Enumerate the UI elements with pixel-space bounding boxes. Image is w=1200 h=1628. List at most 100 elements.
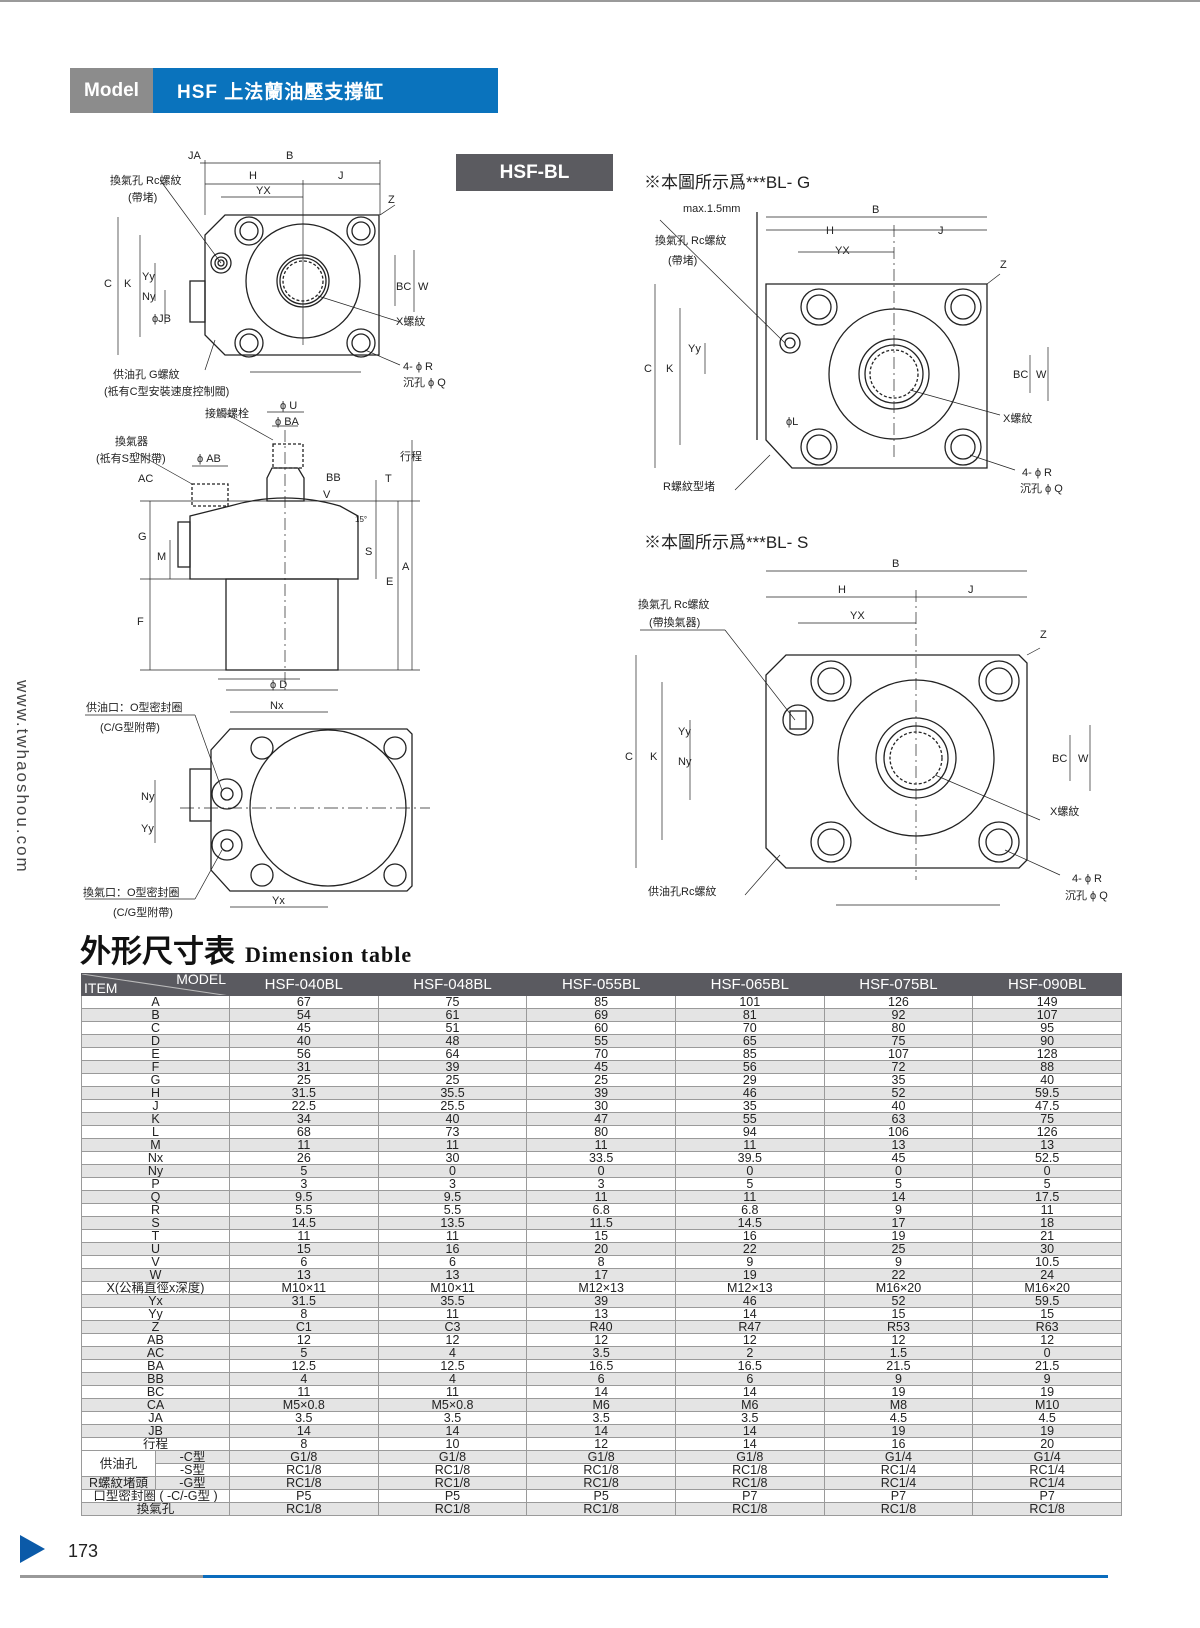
value-cell: 11 [674,1138,825,1152]
callout-label: 供油孔Rc螺紋 [648,884,716,898]
callout-label: 換氣孔 Rc螺紋 [655,233,727,247]
dim-label: JA [188,150,202,162]
value-cell: 16 [674,1229,825,1243]
value-cell: 0 [823,1164,974,1178]
corner-item-label: ITEM [84,980,118,996]
model-header: HSF-055BL [526,973,676,996]
value-cell: 52.5 [972,1151,1122,1165]
item-cell: M [81,1138,230,1152]
value-cell: G1/8 [229,1450,379,1464]
callout-label: (C/G型附帶) [113,905,173,919]
value-cell: 14.5 [229,1216,379,1230]
value-cell: 14 [377,1424,528,1438]
value-cell: 63 [823,1112,974,1126]
value-cell: RC1/4 [972,1463,1122,1477]
item-cell: 口型密封圈 ( -C/-G型 ) [81,1489,230,1503]
value-cell: 25 [377,1073,528,1087]
value-cell: 81 [674,1008,825,1022]
callout-label: 換氣器 [115,434,148,448]
item-cell: B [81,1008,230,1022]
value-cell: 95 [972,1021,1122,1035]
technical-drawings: JA B H J YX Z 換氣孔 Rc螺紋 (帶堵) C K Yy Ny ϕJ… [83,150,1108,919]
dim-label: F [137,616,144,628]
g-view-title: ※本圖所示爲***BL- G [644,173,810,192]
value-cell: 47 [526,1112,676,1126]
value-cell: 31 [229,1060,379,1074]
value-cell: 3.5 [526,1346,676,1360]
value-cell: 88 [972,1060,1122,1074]
value-cell: 11 [377,1138,528,1152]
item-cell: T [81,1229,230,1243]
value-cell: 6 [674,1372,825,1386]
value-cell: M5×0.8 [229,1398,379,1412]
value-cell: 11 [674,1190,825,1204]
callout-label: 沉孔 ϕ Q [1065,889,1108,902]
value-cell: C3 [377,1320,528,1334]
dim-label: C [104,278,112,290]
dim-label: Yy [678,726,691,738]
value-cell: 6 [229,1255,379,1269]
value-cell: M16×20 [972,1281,1122,1295]
value-cell: 149 [972,995,1122,1009]
value-cell: 25.5 [377,1099,528,1113]
item-cell: P [81,1177,230,1191]
value-cell: 1.5 [823,1346,974,1360]
value-cell: 9.5 [229,1190,379,1204]
value-cell: 14 [229,1424,379,1438]
callout-label: X螺紋 [1050,804,1079,818]
value-cell: 13 [229,1268,379,1282]
value-cell: 10.5 [972,1255,1122,1269]
value-cell: R63 [972,1320,1122,1334]
dim-label: B [286,150,293,162]
dim-label: Yy [688,343,701,355]
sub-item-cell: -S型 [155,1463,230,1477]
footer-rule-blue [203,1575,1108,1578]
callout-label: X螺紋 [396,314,425,328]
variant-label: HSF-BL [456,154,613,191]
value-cell: 3.5 [674,1411,825,1425]
value-cell: 45 [229,1021,379,1035]
dim-label: B [892,558,899,570]
value-cell: 3.5 [229,1411,379,1425]
value-cell: R47 [674,1320,825,1334]
value-cell: M6 [674,1398,825,1412]
callout-label: 4- ϕ R [1022,467,1052,479]
value-cell: 26 [229,1151,379,1165]
value-cell: 56 [229,1047,379,1061]
value-cell: 17 [823,1216,974,1230]
value-cell: 52 [823,1294,974,1308]
value-cell: 0 [972,1164,1122,1178]
value-cell: RC1/8 [377,1476,528,1490]
value-cell: 40 [377,1112,528,1126]
value-cell: 68 [229,1125,379,1139]
dim-label: K [650,751,658,763]
value-cell: 2 [674,1346,825,1360]
value-cell: 11.5 [526,1216,676,1230]
value-cell: 106 [823,1125,974,1139]
dim-label: BC [1052,753,1067,765]
value-cell: 16 [377,1242,528,1256]
value-cell: 12 [526,1437,676,1451]
item-cell: E [81,1047,230,1061]
value-cell: M5×0.8 [377,1398,528,1412]
value-cell: 80 [526,1125,676,1139]
value-cell: 13.5 [377,1216,528,1230]
value-cell: R53 [823,1320,974,1334]
callout-label: 供油口：O型密封圈 [86,700,183,714]
value-cell: 39 [526,1294,676,1308]
item-cell: G [81,1073,230,1087]
dim-label: BC [396,281,411,293]
value-cell: M16×20 [823,1281,974,1295]
value-cell: G1/4 [972,1450,1122,1464]
value-cell: 16.5 [526,1359,676,1373]
value-cell: 14 [823,1190,974,1204]
title-zh: 外形尺寸表 [80,934,235,969]
value-cell: 5 [229,1164,379,1178]
value-cell: 4 [377,1346,528,1360]
